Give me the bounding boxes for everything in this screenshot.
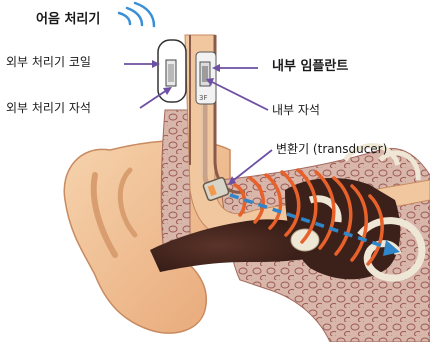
label-sound-processor: 어음 처리기	[36, 13, 100, 26]
label-external-magnet: 외부 처리기 자석	[6, 102, 91, 114]
label-external-coil: 외부 처리기 코일	[6, 56, 91, 68]
label-internal-implant: 내부 임플란트	[272, 60, 348, 73]
svg-text:3F: 3F	[199, 94, 207, 102]
label-transducer: 변환기 (transducer)	[276, 143, 387, 155]
label-internal-magnet: 내부 자석	[272, 104, 320, 116]
sound-wave-icon	[119, 3, 154, 26]
